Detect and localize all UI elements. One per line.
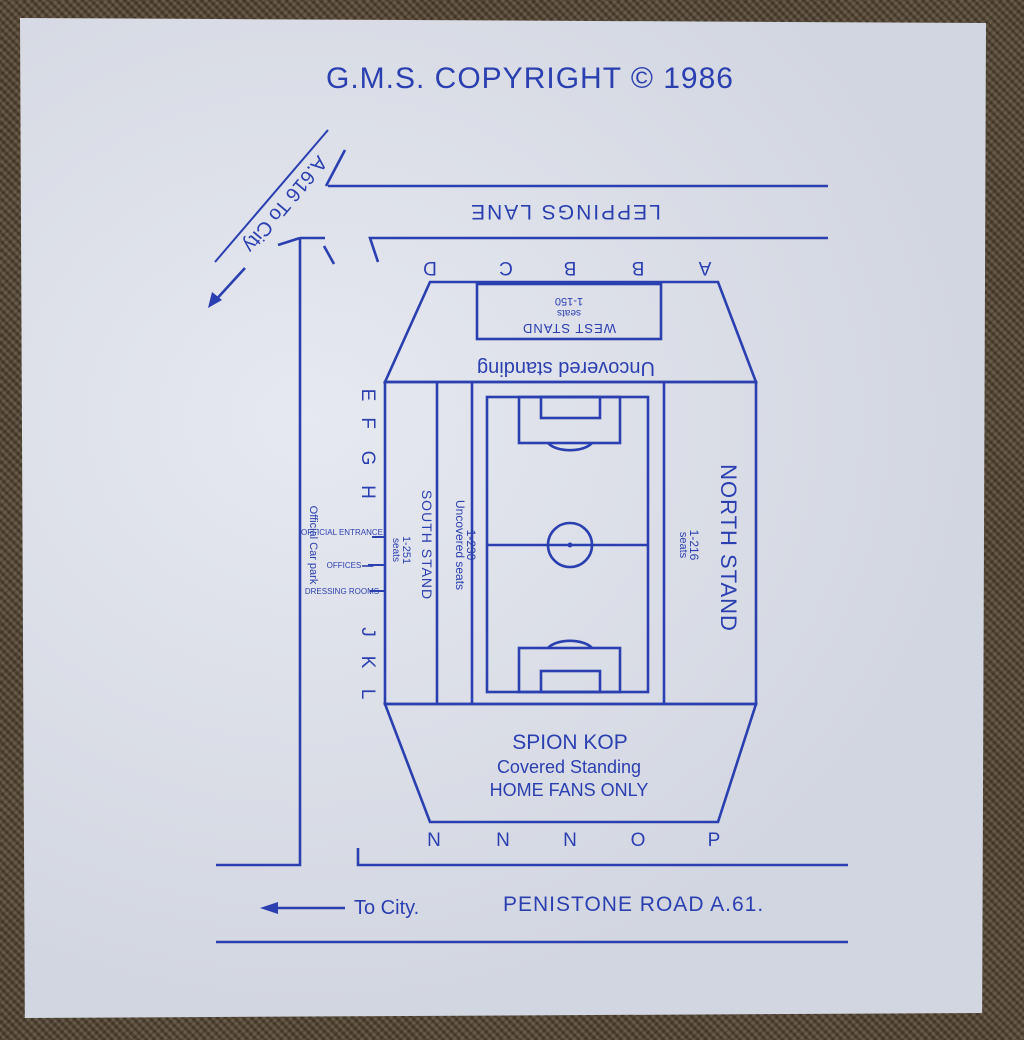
goal-area-bottom: [539, 669, 602, 694]
gate-left-e: E: [357, 389, 378, 402]
a616-direction-line: [214, 129, 329, 263]
penistone-road-label: PENISTONE ROAD A.61.: [503, 893, 764, 916]
gate-bottom-1: N: [427, 830, 441, 851]
goal-area-top: [539, 395, 602, 420]
gate-left-g: G: [357, 451, 378, 466]
west-stand-name: WEST STAND: [522, 321, 616, 336]
centre-spot: [567, 542, 573, 548]
north-stand-name: NORTH STAND: [716, 464, 741, 632]
penistone-road-edge-top: [356, 848, 848, 867]
spion-kop-line1: Covered Standing: [497, 757, 641, 777]
stadium-map: G.M.S. COPYRIGHT © 1986 LEPPINGS LANE A.…: [208, 62, 848, 944]
north-stand-seats: seats: [677, 532, 689, 559]
leppings-lane-label: LEPPINGS LANE: [469, 200, 661, 223]
copyright-text: G.M.S. COPYRIGHT © 1986: [326, 62, 734, 95]
gate-left-k: K: [357, 656, 378, 669]
gate-top-4: B: [564, 257, 577, 278]
west-stand-range: 1-150: [555, 295, 583, 307]
gate-left-h: H: [357, 485, 378, 499]
penalty-area-top: [517, 395, 622, 445]
a616-arrow-head: [208, 292, 222, 308]
uncovered-standing-top: Uncovered standing: [477, 357, 655, 379]
a616-edge-d: [322, 245, 336, 265]
official-entrance-label: OFFICIAL ENTRANCE: [301, 528, 383, 537]
penalty-arc-top: [547, 442, 593, 452]
gate-bottom-2: N: [496, 830, 510, 851]
dressing-rooms-label: DRESSING ROOMS: [305, 587, 379, 596]
spion-kop-outline: [383, 702, 758, 824]
car-park-label: Official Car park: [307, 506, 319, 585]
gate-top-1: A: [698, 257, 711, 278]
spion-kop-name: SPION KOP: [512, 731, 628, 754]
gate-bottom-4: O: [631, 830, 646, 851]
gate-left-f: F: [357, 417, 378, 429]
south-stand-name: SOUTH STAND: [419, 490, 435, 600]
uncovered-seats-range: 1-230: [464, 530, 478, 561]
gate-bottom-5: P: [708, 830, 721, 851]
centre-circle: [546, 521, 594, 569]
gate-left-l: L: [357, 689, 378, 700]
gate-top-2: B: [632, 257, 645, 278]
gate-left-j: J: [357, 627, 378, 637]
offices-label: OFFICES: [327, 561, 362, 570]
west-stand-box: [475, 282, 663, 341]
a616-edge-b: [277, 236, 301, 247]
leppings-lane-edge-bottom: [368, 236, 828, 263]
gate-top-5: D: [423, 257, 437, 278]
left-road-edge: [216, 238, 302, 867]
to-city-label: To City.: [354, 897, 419, 919]
a616-label: A.616 To City: [238, 151, 331, 256]
to-city-arrow-head: [260, 902, 278, 914]
north-stand-range: 1-216: [687, 530, 701, 561]
uncovered-seats-name: Uncovered seats: [453, 500, 467, 590]
gate-top-3: C: [499, 257, 513, 278]
penalty-arc-bottom: [547, 639, 593, 649]
south-stand-seats: seats: [390, 538, 401, 562]
west-stand-seats: seats: [557, 307, 581, 318]
gate-bottom-3: N: [563, 830, 577, 851]
spion-kop-line2: HOME FANS ONLY: [490, 780, 649, 800]
south-stand-range: 1-251: [400, 536, 412, 564]
a616-edge-a: [324, 149, 347, 187]
gate-left-i: I: [358, 564, 377, 569]
ticket: G.M.S. COPYRIGHT © 1986 LEPPINGS LANE A.…: [20, 18, 986, 1018]
